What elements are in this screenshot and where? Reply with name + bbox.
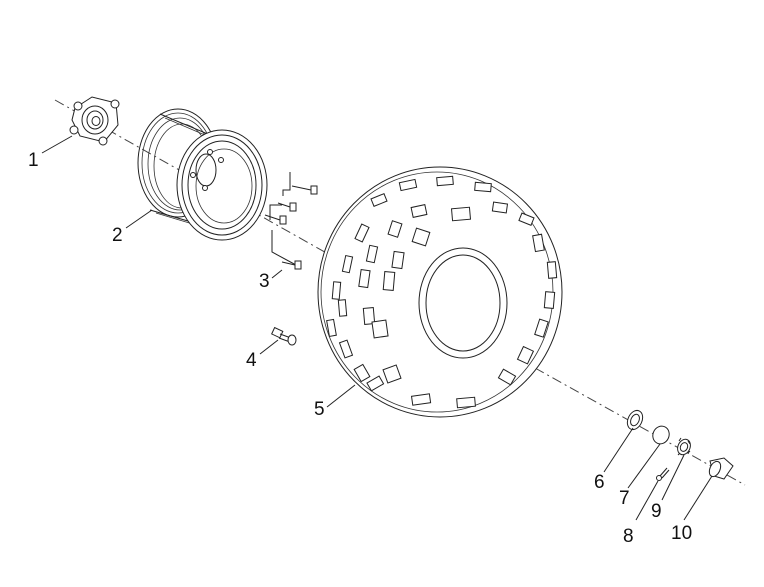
bolt-1 — [291, 185, 318, 195]
wheel-bolt-part — [264, 172, 318, 270]
tyre-part — [317, 166, 563, 418]
tread-lugs — [326, 175, 558, 409]
leader-line-7 — [627, 443, 661, 489]
bolt-3 — [264, 214, 287, 225]
callout-2: 2 — [112, 225, 123, 246]
callout-6: 6 — [594, 472, 605, 493]
bolt-2 — [277, 202, 297, 212]
callout-3: 3 — [259, 271, 270, 292]
leader-line-8 — [635, 480, 659, 521]
leader-line-3 — [271, 269, 283, 279]
leader-lines — [41, 135, 713, 521]
leader-line-1 — [41, 135, 73, 154]
hub-part — [69, 96, 120, 146]
assembly-axis — [54, 99, 746, 486]
callout-10: 10 — [671, 523, 692, 544]
callout-5: 5 — [314, 399, 325, 420]
leader-line-2 — [125, 209, 153, 229]
leader-line-9 — [661, 454, 685, 501]
callout-7: 7 — [619, 488, 630, 509]
bolt-4 — [281, 260, 302, 270]
callout-4: 4 — [246, 350, 257, 371]
leader-line-5 — [326, 384, 356, 408]
seal-ring-part — [626, 409, 644, 431]
washer-part — [652, 425, 670, 445]
wheel-rim-part — [137, 108, 268, 241]
callout-8: 8 — [623, 526, 634, 547]
leader-line-6 — [603, 427, 634, 473]
callout-9: 9 — [651, 501, 662, 522]
valve-stem-part — [271, 326, 297, 346]
castle-nut-part — [677, 437, 691, 456]
leader-line-10 — [683, 475, 713, 521]
callout-1: 1 — [28, 150, 39, 171]
callout-labels: 1 2 3 4 5 6 7 8 9 10 — [28, 150, 692, 547]
cotter-pin-part — [656, 467, 670, 481]
leader-line-4 — [259, 339, 279, 355]
